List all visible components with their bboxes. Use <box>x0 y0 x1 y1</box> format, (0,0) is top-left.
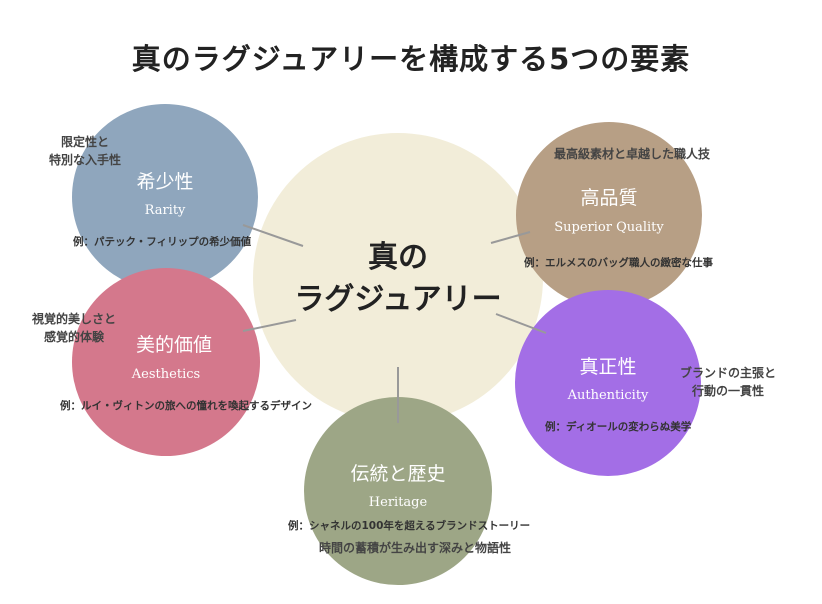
diagram-title: 真のラグジュアリーを構成する5つの要素 <box>131 42 691 76</box>
center-label-line1: 真の <box>368 240 428 275</box>
heritage-note: 時間の蓄積が生み出す深みと物語性 <box>300 539 530 557</box>
heritage-circle <box>304 397 492 585</box>
quality-note-line1: 最高級素材と卓越した職人技 <box>553 147 710 161</box>
rarity-note-line1: 限定性と <box>60 135 109 149</box>
connector-aesthetics <box>242 319 297 332</box>
connector-quality <box>490 231 531 244</box>
aesthetics-circle <box>72 268 260 456</box>
rarity-circle <box>72 104 258 290</box>
center-label-line2: ラグジュアリー <box>294 282 502 317</box>
authenticity-note-line1: ブランドの主張と <box>679 366 776 380</box>
aesthetics-note-line2: 感覚的体験 <box>43 330 104 344</box>
rarity-note: 限定性と 特別な入手性 <box>30 133 140 169</box>
authenticity-example: 例：ディオールの変わらぬ美学 <box>545 421 692 433</box>
quality-subtitle: Superior Quality <box>554 220 664 235</box>
heritage-note-line1: 時間の蓄積が生み出す深みと物語性 <box>318 541 511 555</box>
aesthetics-subtitle: Aesthetics <box>131 367 201 382</box>
quality-circle <box>516 122 702 308</box>
quality-note: 最高級素材と卓越した職人技 <box>532 145 732 163</box>
rarity-note-line2: 特別な入手性 <box>48 153 121 167</box>
authenticity-subtitle: Authenticity <box>567 388 649 403</box>
aesthetics-note: 視覚的美しさと 感覚的体験 <box>14 310 134 346</box>
rarity-example: 例：パテック・フィリップの希少価値 <box>73 236 252 248</box>
center-label: 真の ラグジュアリー <box>253 237 543 321</box>
quality-example: 例：エルメスのバッグ職人の緻密な仕事 <box>524 257 713 269</box>
heritage-title: 伝統と歴史 <box>350 463 446 485</box>
aesthetics-title: 美的価値 <box>135 334 212 356</box>
connector-rarity <box>242 224 304 247</box>
authenticity-note: ブランドの主張と 行動の一貫性 <box>668 364 788 400</box>
connector-authenticity <box>495 313 547 334</box>
aesthetics-example: 例：ルイ・ヴィトンの旅への憧れを喚起するデザイン <box>60 400 312 412</box>
quality-title: 高品質 <box>580 187 638 209</box>
heritage-subtitle: Heritage <box>368 495 428 510</box>
rarity-subtitle: Rarity <box>144 203 186 218</box>
heritage-example: 例：シャネルの100年を超えるブランドストーリー <box>288 520 531 532</box>
authenticity-circle <box>515 290 701 476</box>
authenticity-note-line2: 行動の一貫性 <box>691 384 764 398</box>
rarity-title: 希少性 <box>136 171 194 193</box>
aesthetics-note-line1: 視覚的美しさと <box>31 312 116 326</box>
authenticity-title: 真正性 <box>579 356 637 378</box>
